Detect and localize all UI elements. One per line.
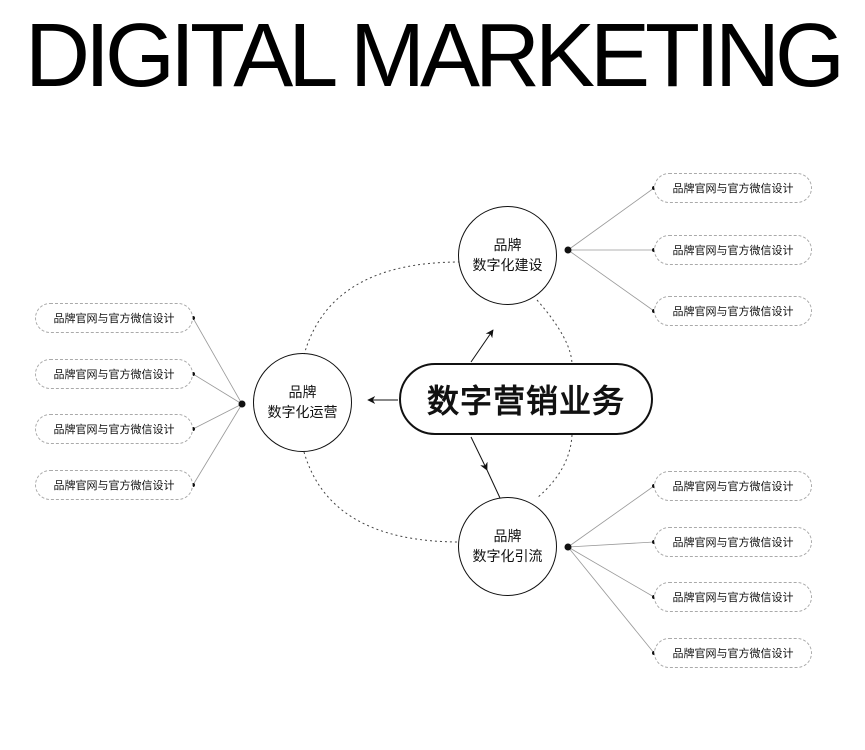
node-brand-digital-traffic: 品牌 数字化引流 <box>458 497 557 596</box>
leaf-label: 品牌官网与官方微信设计 <box>53 479 175 492</box>
leaf-pill-bottom-right-4: 品牌官网与官方微信设计 <box>654 638 812 668</box>
leaf-pill-bottom-right-1: 品牌官网与官方微信设计 <box>654 471 812 501</box>
leaf-pill-top-right-2: 品牌官网与官方微信设计 <box>654 235 812 265</box>
dotted-arc-lower-right <box>536 434 573 499</box>
leaf-pill-left-3: 品牌官网与官方微信设计 <box>35 414 193 444</box>
node-label-line2: 数字化运营 <box>267 404 338 421</box>
leaf-label: 品牌官网与官方微信设计 <box>672 182 794 195</box>
leaf-label: 品牌官网与官方微信设计 <box>672 536 794 549</box>
arrow-to-top-right <box>470 329 494 363</box>
dotted-arc-upper-left <box>303 261 461 356</box>
center-topic-label: 数字营销业务 <box>426 382 625 420</box>
branch-fan-left <box>192 317 243 486</box>
node-brand-digital-operation: 品牌 数字化运营 <box>253 353 352 452</box>
node-brand-digital-construction: 品牌 数字化建设 <box>458 206 557 305</box>
node-label-line1: 品牌 <box>493 528 522 545</box>
page-headline: DIGITAL MARKETING <box>24 6 845 106</box>
dotted-arc-upper-right <box>536 299 573 366</box>
leaf-pill-left-1: 品牌官网与官方微信设计 <box>35 303 193 333</box>
leaf-label: 品牌官网与官方微信设计 <box>53 423 175 436</box>
leaf-label: 品牌官网与官方微信设计 <box>672 305 794 318</box>
leaf-pill-left-4: 品牌官网与官方微信设计 <box>35 470 193 500</box>
leaf-label: 品牌官网与官方微信设计 <box>672 244 794 257</box>
node-label-line1: 品牌 <box>288 384 317 401</box>
leaf-label: 品牌官网与官方微信设计 <box>53 368 175 381</box>
link-to-bottom-right <box>486 469 501 499</box>
leaf-pill-top-right-3: 品牌官网与官方微信设计 <box>654 296 812 326</box>
leaf-pill-bottom-right-3: 品牌官网与官方微信设计 <box>654 582 812 612</box>
node-label-line2: 数字化建设 <box>472 257 543 274</box>
center-topic: 数字营销业务 <box>399 363 653 435</box>
branch-dots-top-right <box>564 186 656 313</box>
leaf-pill-top-right-1: 品牌官网与官方微信设计 <box>654 173 812 203</box>
branch-dots-bottom-right <box>564 484 656 655</box>
leaf-label: 品牌官网与官方微信设计 <box>672 647 794 660</box>
leaf-label: 品牌官网与官方微信设计 <box>672 591 794 604</box>
branch-fan-bottom-right <box>567 485 655 654</box>
leaf-label: 品牌官网与官方微信设计 <box>53 312 175 325</box>
leaf-pill-left-2: 品牌官网与官方微信设计 <box>35 359 193 389</box>
node-label-line1: 品牌 <box>493 237 522 254</box>
leaf-label: 品牌官网与官方微信设计 <box>672 480 794 493</box>
arrow-to-bottom-right <box>470 436 488 471</box>
leaf-pill-bottom-right-2: 品牌官网与官方微信设计 <box>654 527 812 557</box>
dotted-arc-lower-left <box>303 451 461 543</box>
branch-fan-top-right <box>567 187 655 312</box>
node-label-line2: 数字化引流 <box>472 548 543 565</box>
